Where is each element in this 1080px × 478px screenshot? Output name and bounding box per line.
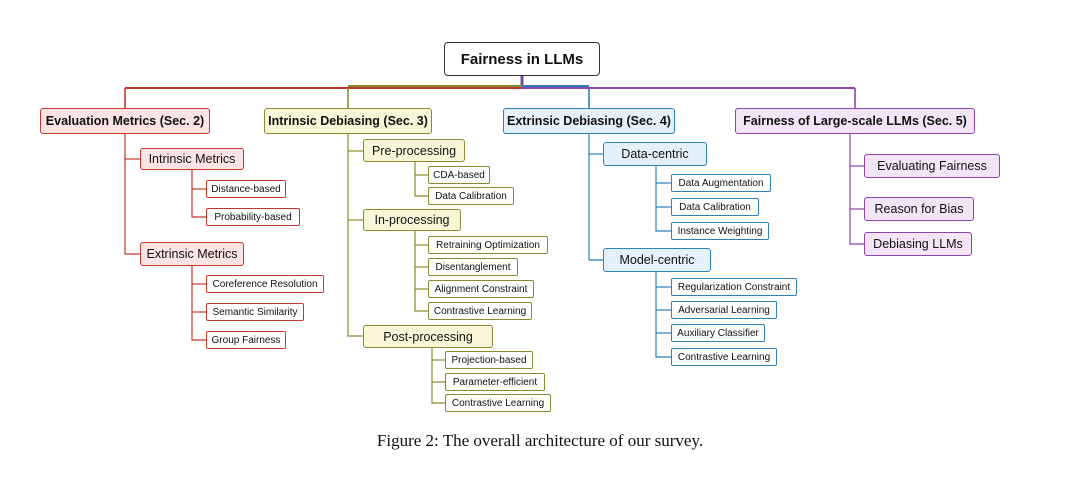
leaf-disentanglement: Disentanglement [428, 258, 518, 276]
node-evaluating-fairness: Evaluating Fairness [864, 154, 1000, 178]
leaf-parameter-efficient: Parameter-efficient [445, 373, 545, 391]
node-reason-for-bias: Reason for Bias [864, 197, 974, 221]
leaf-cda-based: CDA-based [428, 166, 490, 184]
node-intrinsic-metrics: Intrinsic Metrics [140, 148, 244, 170]
leaf-auxiliary-classifier: Auxiliary Classifier [671, 324, 765, 342]
category-intrinsic-debiasing: Intrinsic Debiasing (Sec. 3) [264, 108, 432, 134]
category-evaluation-metrics: Evaluation Metrics (Sec. 2) [40, 108, 210, 134]
leaf-adversarial-learning: Adversarial Learning [671, 301, 777, 319]
category-extrinsic-debiasing: Extrinsic Debiasing (Sec. 4) [503, 108, 675, 134]
leaf-retraining-optimization: Retraining Optimization [428, 236, 548, 254]
leaf-regularization-constraint: Regularization Constraint [671, 278, 797, 296]
root-node: Fairness in LLMs [444, 42, 600, 76]
leaf-data-calibration-ext: Data Calibration [671, 198, 759, 216]
node-data-centric: Data-centric [603, 142, 707, 166]
leaf-data-augmentation: Data Augmentation [671, 174, 771, 192]
node-in-processing: In-processing [363, 209, 461, 231]
leaf-coreference-resolution: Coreference Resolution [206, 275, 324, 293]
leaf-contrastive-learning-post: Contrastive Learning [445, 394, 551, 412]
leaf-alignment-constraint: Alignment Constraint [428, 280, 534, 298]
leaf-distance-based: Distance-based [206, 180, 286, 198]
node-debiasing-llms: Debiasing LLMs [864, 232, 972, 256]
leaf-contrastive-learning-ext: Contrastive Learning [671, 348, 777, 366]
node-pre-processing: Pre-processing [363, 139, 465, 162]
leaf-instance-weighting: Instance Weighting [671, 222, 769, 240]
figure-caption: Figure 2: The overall architecture of ou… [376, 431, 704, 450]
node-extrinsic-metrics: Extrinsic Metrics [140, 242, 244, 266]
leaf-contrastive-learning-in: Contrastive Learning [428, 302, 532, 320]
node-model-centric: Model-centric [603, 248, 711, 272]
leaf-probability-based: Probability-based [206, 208, 300, 226]
leaf-group-fairness: Group Fairness [206, 331, 286, 349]
node-post-processing: Post-processing [363, 325, 493, 348]
leaf-semantic-similarity: Semantic Similarity [206, 303, 304, 321]
leaf-projection-based: Projection-based [445, 351, 533, 369]
category-large-scale-llms: Fairness of Large-scale LLMs (Sec. 5) [735, 108, 975, 134]
leaf-data-calibration: Data Calibration [428, 187, 514, 205]
